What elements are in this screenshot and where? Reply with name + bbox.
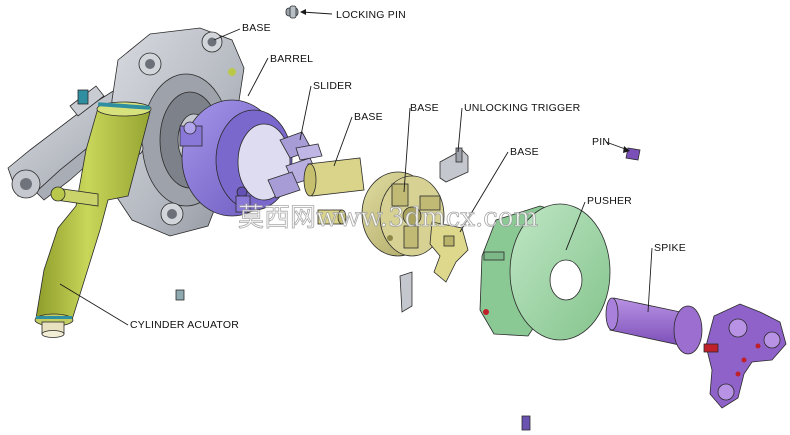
cylinder-actuator (34, 101, 152, 338)
base-trigger-bracket (429, 221, 469, 283)
label-locking-pin: LOCKING PIN (336, 9, 406, 21)
watermark: 莫西网www.3dmcx.com (238, 203, 538, 233)
base-shaft (303, 157, 365, 225)
callout-labels: LOCKING PIN BASE BARREL SLIDER BASE BASE… (130, 9, 686, 331)
unlocking-trigger (439, 147, 469, 183)
label-base-slider: BASE (354, 111, 383, 123)
label-spike: SPIKE (654, 242, 686, 254)
label-barrel: BARREL (270, 53, 313, 65)
label-base-mid: BASE (410, 102, 439, 114)
label-cylinder-actuator: CYLINDER ACUATOR (130, 319, 239, 331)
label-base-trigger: BASE (510, 146, 539, 158)
label-pusher: PUSHER (587, 195, 632, 207)
barrel (179, 99, 293, 217)
leader-lines (59, 9, 653, 326)
label-base-top: BASE (242, 22, 271, 34)
loose-parts (175, 5, 641, 431)
spike (605, 297, 787, 409)
pusher (479, 203, 611, 341)
label-unlocking-trigger: UNLOCKING TRIGGER (464, 102, 581, 114)
label-slider: SLIDER (313, 80, 352, 92)
base-chuck (361, 171, 445, 257)
label-pin: PIN (592, 136, 610, 148)
